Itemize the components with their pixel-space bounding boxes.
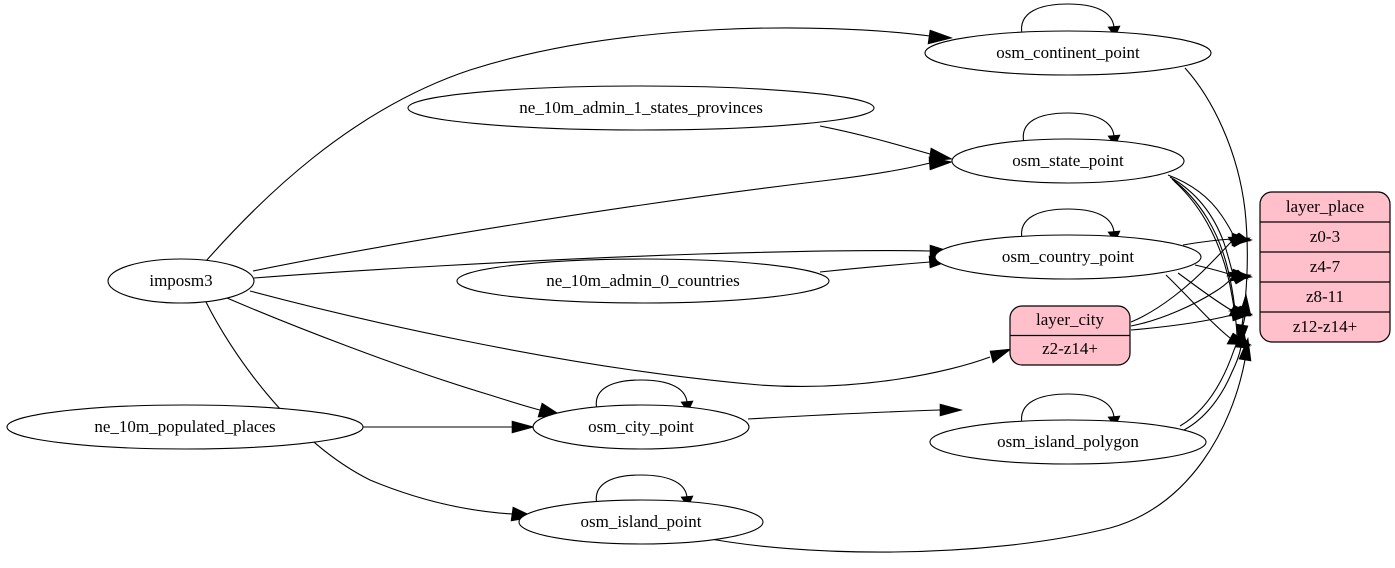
node-osm_state_point-label: osm_state_point: [1012, 151, 1124, 170]
node-osm_city_point-label: osm_city_point: [588, 417, 694, 436]
node-osm_country_point-label: osm_country_point: [1002, 247, 1134, 266]
record-layer_place-row-z0-3[interactable]: z0-3: [1310, 227, 1340, 246]
node-osm_city_point[interactable]: osm_city_point: [532, 404, 750, 450]
edge-osm_island_polygon-to-layer_place-z8: [1179, 292, 1252, 427]
record-layer_place-row-z4-7[interactable]: z4-7: [1310, 257, 1341, 276]
edge-imposm3-to-osm_state_point: [252, 156, 954, 272]
node-osm_island_point[interactable]: osm_island_point: [518, 499, 764, 545]
node-imposm3[interactable]: imposm3: [107, 258, 255, 304]
record-layer_place-row-z8-11[interactable]: z8-11: [1306, 287, 1344, 306]
edge-layer_city-to-layer_place-z0: [1130, 236, 1252, 323]
node-osm_country_point[interactable]: osm_country_point: [934, 234, 1202, 280]
nodes-layer: imposm3 ne_10m_admin_1_states_provinces …: [6, 30, 1212, 545]
node-ne_places-label: ne_10m_populated_places: [94, 417, 275, 436]
edge-osm_continent_point-to-layer_place-z12: [1184, 67, 1249, 349]
node-osm_state_point[interactable]: osm_state_point: [951, 138, 1185, 184]
edge-layer_city-to-layer_place-z4: [1130, 271, 1252, 327]
edge-osm_state_point-to-layer_place-z0: [1167, 174, 1251, 242]
record-layer_place-row-z12-z14[interactable]: z12-z14+: [1293, 317, 1357, 336]
record-layer_city-title: layer_city: [1036, 310, 1104, 329]
edge-osm_city_point-to-osm_island_polygon: [747, 403, 964, 420]
record-layer_place-title: layer_place: [1286, 197, 1364, 216]
edge-ne_states-to-osm_state_point: [819, 125, 954, 162]
node-imposm3-label: imposm3: [149, 271, 212, 290]
node-osm_island_polygon-label: osm_island_polygon: [997, 432, 1139, 451]
edge-osm_island_point-to-layer_place-z12: [699, 336, 1252, 553]
node-osm_continent_point-label: osm_continent_point: [996, 43, 1140, 62]
record-node-layer_city[interactable]: layer_city z2-z14+: [1009, 305, 1131, 366]
node-osm_island_polygon[interactable]: osm_island_polygon: [929, 419, 1207, 465]
node-osm_island_point-label: osm_island_point: [581, 512, 702, 531]
edge-ne_countries-to-osm_country_point: [819, 255, 954, 273]
edge-ne_places-to-osm_city_point: [363, 420, 536, 434]
node-osm_continent_point[interactable]: osm_continent_point: [924, 30, 1212, 76]
node-ne_10m_populated_places[interactable]: ne_10m_populated_places: [6, 404, 364, 450]
edge-osm_island_polygon-to-layer_place-z12: [1183, 323, 1248, 431]
record-layer_city-row-z2-z14[interactable]: z2-z14+: [1042, 339, 1098, 358]
node-ne_10m_admin_1_states_provinces[interactable]: ne_10m_admin_1_states_provinces: [407, 85, 875, 131]
edge-imposm3-to-osm_city_point: [226, 297, 563, 418]
edge-imposm3-to-osm_continent_point: [205, 27, 954, 262]
edge-layer_city-to-layer_place-z8: [1130, 308, 1254, 331]
record-nodes-layer: layer_city z2-z14+ layer_place z0-3 z4-7…: [1009, 191, 1391, 366]
node-ne_countries-label: ne_10m_admin_0_countries: [546, 271, 740, 290]
record-node-layer_place[interactable]: layer_place z0-3 z4-7 z8-11 z12-z14+: [1259, 191, 1391, 343]
node-ne_states-label: ne_10m_admin_1_states_provinces: [519, 98, 763, 117]
node-ne_10m_admin_0_countries[interactable]: ne_10m_admin_0_countries: [456, 258, 830, 304]
edge-imposm3-to-layer_city: [249, 290, 1012, 387]
